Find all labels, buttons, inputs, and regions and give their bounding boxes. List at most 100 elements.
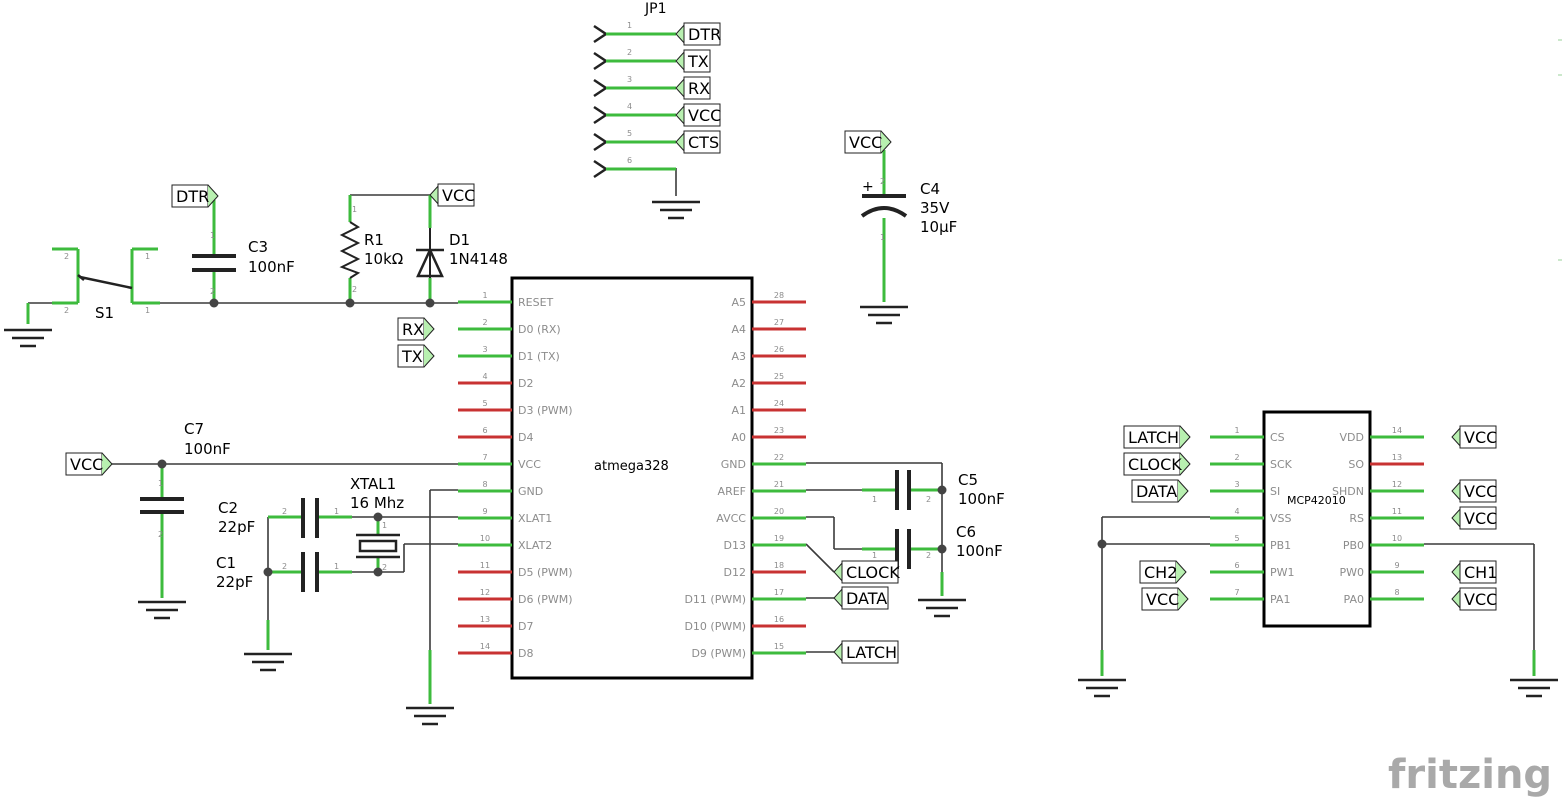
svg-text:2: 2 bbox=[282, 562, 287, 571]
pin-label: D12 bbox=[724, 566, 746, 579]
c4-ref: C4 bbox=[920, 180, 940, 198]
pin-number: 7 bbox=[482, 453, 487, 462]
pin-label: D9 (PWM) bbox=[691, 647, 746, 660]
net-label-ch2: CH2 bbox=[1139, 560, 1187, 584]
jp1-ref: JP1 bbox=[644, 1, 666, 17]
mcp-pin-3: 3SI bbox=[1210, 480, 1280, 498]
c2-ref: C2 bbox=[218, 499, 238, 517]
svg-text:2: 2 bbox=[926, 551, 931, 560]
net-label-text: LATCH bbox=[846, 643, 897, 662]
net-label-vcc_pa1: VCC bbox=[1141, 587, 1189, 611]
svg-text:2: 2 bbox=[352, 285, 357, 294]
pin-number: 6 bbox=[627, 156, 632, 165]
atmega-name: atmega328 bbox=[594, 459, 669, 474]
net-label-tx: TX bbox=[397, 344, 435, 368]
svg-text:1: 1 bbox=[210, 231, 215, 240]
net-label-jp1-cts: CTS bbox=[675, 130, 721, 154]
svg-text:2: 2 bbox=[210, 287, 215, 296]
pin-number: 27 bbox=[774, 318, 784, 327]
c5-ref: C5 bbox=[958, 471, 978, 489]
net-label-text: DATA bbox=[1136, 482, 1177, 501]
pin-label: PW1 bbox=[1270, 566, 1295, 579]
pin-number: 16 bbox=[774, 615, 784, 624]
net-label-text: TX bbox=[687, 52, 709, 71]
pin-number: 21 bbox=[774, 480, 784, 489]
net-label-text: VCC bbox=[70, 455, 103, 474]
pin-number: 19 bbox=[774, 534, 784, 543]
pin-number: 15 bbox=[774, 642, 784, 651]
atmega-pin-15: 15 D9 (PWM) bbox=[691, 642, 806, 660]
pin-label: SO bbox=[1348, 458, 1364, 471]
net-label-latch_at: LATCH bbox=[833, 640, 899, 664]
pin-label: SHDN bbox=[1332, 485, 1364, 498]
net-label-clock_mcp: CLOCK bbox=[1123, 452, 1191, 476]
jp1-pin-4: 4 bbox=[593, 102, 676, 125]
pin-number: 4 bbox=[1234, 507, 1239, 516]
pin-label: SCK bbox=[1270, 458, 1293, 471]
pin-number: 13 bbox=[480, 615, 490, 624]
pin-label: D6 (PWM) bbox=[518, 593, 573, 606]
svg-text:1: 1 bbox=[334, 507, 339, 516]
pin-label: VSS bbox=[1270, 512, 1292, 525]
pin-number: 1 bbox=[1234, 426, 1239, 435]
wires bbox=[108, 168, 1535, 678]
r1-value: 10kΩ bbox=[364, 250, 403, 268]
c1-ref: C1 bbox=[216, 554, 236, 572]
net-label-vcc_d1: VCC bbox=[429, 183, 475, 207]
pin-number: 17 bbox=[774, 588, 784, 597]
atmega-pin-3: 3D1 (TX) bbox=[458, 345, 560, 363]
capacitor-c6: 1 2 C6 100nF bbox=[862, 523, 1003, 618]
svg-text:2: 2 bbox=[64, 306, 69, 315]
pin-number: 9 bbox=[1394, 561, 1399, 570]
pin-label: D4 bbox=[518, 431, 533, 444]
pin-label: GND bbox=[518, 485, 543, 498]
pin-number: 22 bbox=[774, 453, 784, 462]
pin-number: 13 bbox=[1392, 453, 1402, 462]
pin-label: D0 (RX) bbox=[518, 323, 561, 336]
svg-text:2: 2 bbox=[158, 530, 163, 539]
net-label-text: CLOCK bbox=[846, 563, 900, 582]
pin-number: 8 bbox=[1394, 588, 1399, 597]
pin-label: PA1 bbox=[1270, 593, 1290, 606]
atmega-pin-6: 6D4 bbox=[458, 426, 533, 444]
pin-number: 3 bbox=[627, 75, 632, 84]
pin-number: 7 bbox=[1234, 588, 1239, 597]
svg-text:1: 1 bbox=[145, 306, 150, 315]
net-label-text: DTR bbox=[688, 25, 721, 44]
pin-label: D10 (PWM) bbox=[684, 620, 746, 633]
net-label-rx: RX bbox=[397, 317, 435, 341]
net-label-vcc_c7: VCC bbox=[65, 452, 113, 476]
net-label-clock_at: CLOCK bbox=[833, 560, 900, 584]
net-label-vcc_c4: VCC bbox=[844, 130, 892, 154]
pin-number: 24 bbox=[774, 399, 784, 408]
pin-number: 6 bbox=[482, 426, 487, 435]
pin-number: 23 bbox=[774, 426, 784, 435]
crystal-xtal1: 1 2 XTAL1 16 Mhz bbox=[350, 475, 404, 577]
pin-number: 14 bbox=[480, 642, 490, 651]
svg-text:2: 2 bbox=[64, 252, 69, 261]
pin-number: 1 bbox=[627, 21, 632, 30]
net-label-vcc_vdd: VCC bbox=[1451, 425, 1497, 449]
capacitor-c7: 1 2 C7 100nF bbox=[136, 420, 231, 620]
pin-number: 11 bbox=[1392, 507, 1402, 516]
c3-value: 100nF bbox=[248, 258, 295, 276]
pin-label: A2 bbox=[731, 377, 746, 390]
capacitor-c5: 1 2 C5 100nF bbox=[862, 470, 1005, 510]
net-label-text: VCC bbox=[442, 186, 475, 205]
xtal1-value: 16 Mhz bbox=[350, 494, 404, 512]
